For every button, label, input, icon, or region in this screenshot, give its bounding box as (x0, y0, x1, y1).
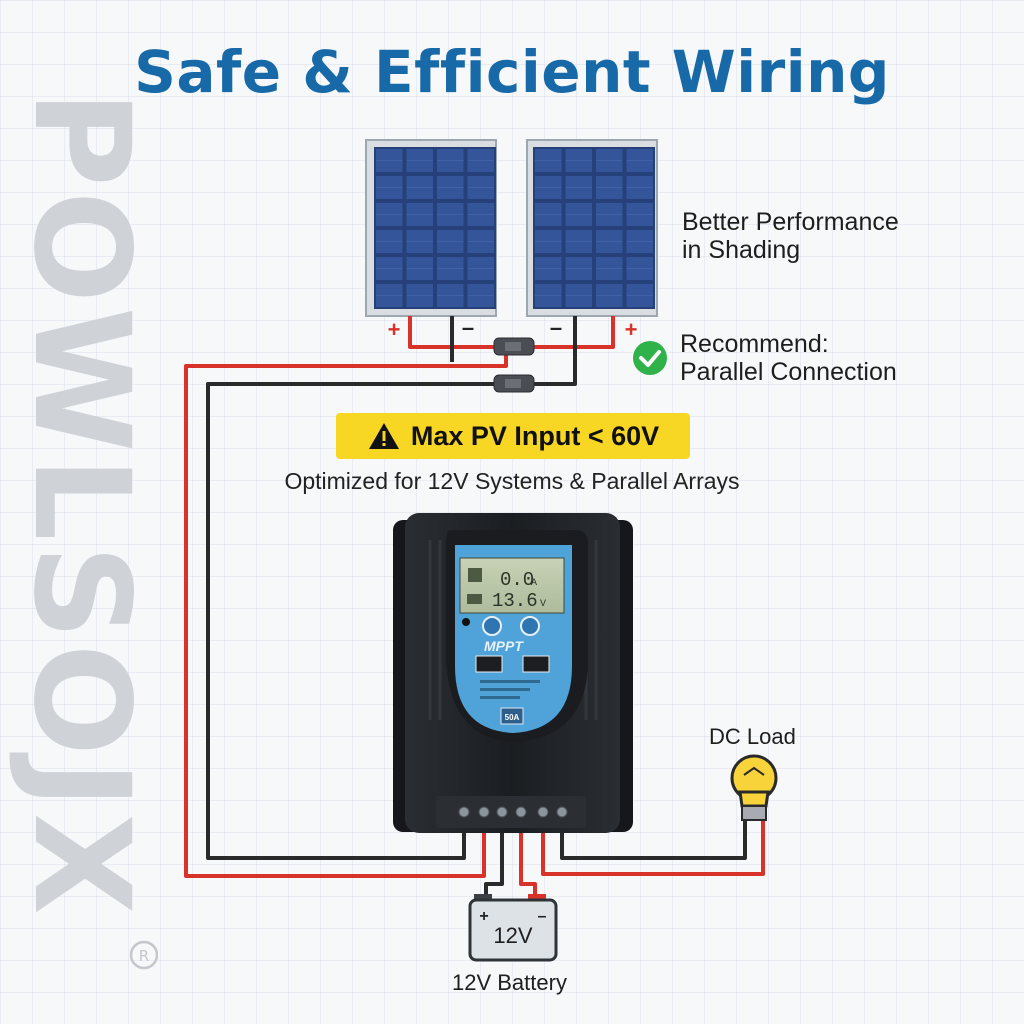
check-circle-icon (633, 341, 667, 375)
settings-gear-icon (482, 616, 502, 636)
power-knob-icon (520, 616, 540, 636)
lcd-current-unit: A (531, 578, 537, 589)
mppt-charge-controller: 0.0 A 13.6 V MPPT 50A (393, 513, 633, 833)
registered-mark-icon (129, 940, 158, 970)
warning-triangle-icon (368, 423, 399, 449)
negative-wiring (206, 316, 747, 898)
battery-minus: – (538, 908, 547, 925)
battery-12v: + – 12V (468, 894, 558, 962)
battery-plus: + (479, 908, 488, 925)
panel-right-plus: + (625, 317, 638, 342)
brand-logo: POWLSOJX R (8, 90, 158, 970)
controller-rating: 50A (505, 713, 520, 722)
subtitle: Optimized for 12V Systems & Parallel Arr… (0, 468, 1024, 495)
shading-note-line1: Better Performance (682, 208, 899, 236)
subtitle-text: Optimized for 12V Systems & Parallel Arr… (284, 468, 740, 494)
panel-left-plus: + (388, 317, 401, 342)
max-pv-warning-banner: Max PV Input < 60V (336, 413, 690, 459)
mppt-badge: MPPT (484, 638, 524, 654)
lcd-voltage-unit: V (540, 599, 546, 610)
battery-label: 12V Battery (452, 970, 567, 995)
brand-logotype: POWLSOJX (8, 90, 158, 919)
panel-left-minus: – (462, 315, 474, 340)
controller-button-set (462, 618, 470, 626)
recommend-note-line1: Recommend: (680, 330, 829, 358)
battery-voltage: 12V (493, 923, 532, 948)
branch-connector-negative (493, 374, 535, 393)
light-bulb-icon (730, 754, 778, 821)
panel-right-minus: – (550, 315, 562, 340)
page-title: Safe & Efficient Wiring (134, 38, 890, 106)
shading-note-line2: in Shading (682, 236, 801, 264)
recommend-note-line2: Parallel Connection (680, 358, 897, 386)
lcd-current-value: 0.0 (500, 569, 534, 591)
max-pv-warning-text: Max PV Input < 60V (410, 420, 660, 451)
svg-text:R: R (139, 947, 149, 965)
shading-note: Better Performance in Shading (682, 208, 899, 264)
branch-connector-positive (493, 337, 535, 356)
lcd-voltage-value: 13.6 (492, 590, 538, 612)
positive-wiring (184, 316, 765, 898)
recommend-note: Recommend: Parallel Connection (680, 330, 897, 386)
solar-panel-right (526, 139, 658, 317)
dc-load-label: DC Load (709, 724, 796, 749)
solar-panel-left (365, 139, 497, 317)
